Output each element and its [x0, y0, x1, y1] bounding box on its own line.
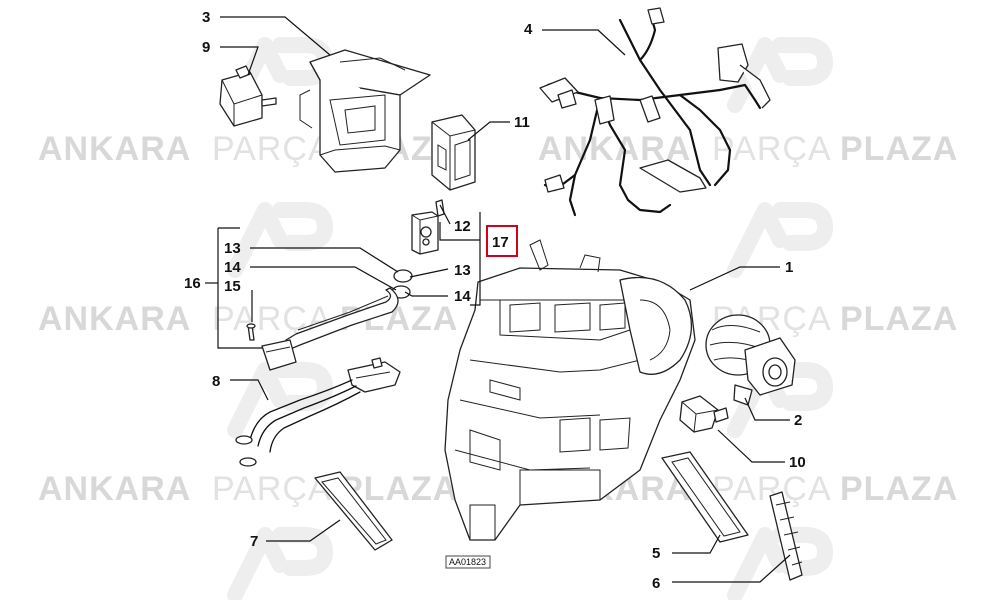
callout-1: 1: [785, 259, 793, 276]
callout-5: 5: [652, 545, 660, 562]
watermark-word-plaza: PLAZA: [840, 130, 958, 168]
watermark-word-ankara: ANKARA: [38, 300, 191, 338]
callout-4: 4: [524, 21, 533, 38]
watermark-logo-icon: [227, 527, 333, 600]
callout-11: 11: [514, 114, 530, 131]
part-3-duct-housing-drawing: [299, 49, 431, 173]
watermark-word-ankara: ANKARA: [38, 130, 191, 168]
callout-3: 3: [202, 9, 210, 26]
part-9-resistor-drawing: [219, 65, 277, 127]
part-8-pipes-drawing: [235, 357, 401, 467]
highlight-box: [486, 225, 518, 257]
part-7-filter-frame-drawing: [314, 471, 393, 551]
part-5-cabin-filter-drawing: [661, 451, 749, 543]
part-11-flap-module-drawing: [431, 114, 476, 191]
watermark-logo-icon: [227, 362, 333, 438]
callout-14-left: 14: [224, 259, 241, 276]
part-12-valve-drawing: [411, 199, 445, 255]
part-16-heater-pipe-drawing: [261, 287, 399, 371]
callout-13-right: 13: [454, 262, 471, 279]
callout-labels: 3 9 4 11 12 13 14 13 14 15 16 8 7 1 2 10…: [184, 9, 806, 592]
part-15-screw-drawing: [246, 323, 256, 341]
callout-8: 8: [212, 373, 220, 390]
watermark-word-parca: PARÇA: [212, 470, 332, 508]
callout-17[interactable]: 17: [492, 234, 509, 251]
callout-2: 2: [794, 412, 802, 429]
callout-6: 6: [652, 575, 660, 592]
callout-12: 12: [454, 218, 471, 235]
callout-10: 10: [789, 454, 806, 471]
part-1-hvac-housing-drawing: [444, 239, 696, 541]
drawing-reference: AA01823: [445, 555, 491, 569]
part-10-connector-drawing: [679, 395, 729, 433]
watermark-logo-icon: [227, 202, 333, 278]
watermark-logo-icon: [727, 527, 833, 600]
callout-14-right: 14: [454, 288, 471, 305]
watermark-word-plaza: PLAZA: [840, 300, 958, 338]
callout-17-group[interactable]: 17: [486, 225, 518, 257]
callout-13-left: 13: [224, 240, 241, 257]
leader-lines: [205, 16, 791, 583]
drawing-reference-box: [445, 555, 491, 569]
watermark-logos: [227, 37, 833, 600]
watermark-word-parca: PARÇA: [712, 130, 832, 168]
watermark-logo-icon: [727, 202, 833, 278]
watermark-word-parca: PARÇA: [212, 130, 332, 168]
part-4-wiring-harness-drawing: [539, 7, 771, 217]
watermark-word-plaza: PLAZA: [840, 470, 958, 508]
part-2-blower-motor-drawing: [705, 314, 796, 406]
callout-15: 15: [224, 278, 241, 295]
drawing-reference-code: AA01823: [449, 557, 486, 567]
callout-9: 9: [202, 39, 210, 56]
part-6-seal-drawing: [769, 491, 803, 581]
callout-7: 7: [250, 533, 258, 550]
watermark-word-ankara: ANKARA: [38, 470, 191, 508]
callout-16: 16: [184, 275, 201, 292]
